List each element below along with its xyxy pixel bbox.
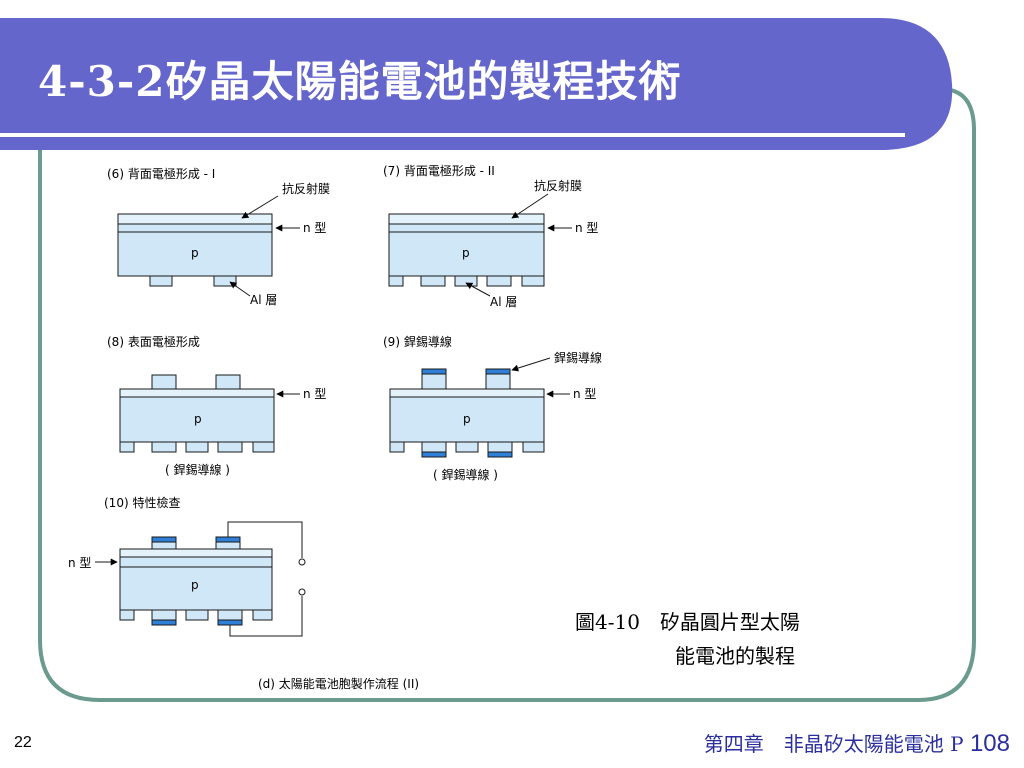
step6-label: (6) 背面電極形成 - I bbox=[107, 166, 215, 181]
svg-text:n 型: n 型 bbox=[68, 556, 91, 570]
footer-page-number: 108 bbox=[969, 730, 1010, 757]
svg-text:n 型: n 型 bbox=[575, 221, 598, 235]
step6-diagram: (6) 背面電極形成 - I p 抗反射膜 n 型 Al 層 bbox=[107, 166, 330, 307]
svg-text:Al 層: Al 層 bbox=[250, 293, 277, 307]
footer-page-prefix: P bbox=[950, 732, 964, 756]
svg-text:p: p bbox=[462, 246, 470, 260]
svg-text:抗反射膜: 抗反射膜 bbox=[282, 181, 330, 196]
svg-text:n 型: n 型 bbox=[573, 387, 596, 401]
footer: 第四章 非晶矽太陽能電池 P 108 bbox=[704, 728, 1010, 758]
svg-text:( 銲錫導線 ): ( 銲錫導線 ) bbox=[433, 467, 498, 482]
diagram-caption: (d) 太陽能電池胞製作流程 (II) bbox=[258, 676, 419, 691]
figure-caption-line1: 圖4-10 矽晶圓片型太陽 bbox=[575, 610, 800, 634]
step8-label: (8) 表面電極形成 bbox=[107, 334, 200, 349]
svg-text:n 型: n 型 bbox=[303, 221, 326, 235]
footer-chapter: 第四章 非晶矽太陽能電池 bbox=[703, 732, 944, 756]
step8-diagram: (8) 表面電極形成 p n 型 ( 銲錫導線 ) bbox=[107, 334, 326, 477]
svg-text:n 型: n 型 bbox=[303, 387, 326, 401]
step10-diagram: (10) 特性檢查 p n 型 bbox=[68, 495, 306, 637]
svg-text:抗反射膜: 抗反射膜 bbox=[534, 178, 582, 193]
slide-number: 22 bbox=[14, 734, 32, 751]
step7-label: (7) 背面電極形成 - II bbox=[383, 163, 495, 178]
svg-text:p: p bbox=[194, 412, 202, 426]
figure-caption: 圖4-10 矽晶圓片型太陽 能電池的製程 bbox=[575, 605, 800, 673]
svg-text:銲錫導線: 銲錫導線 bbox=[554, 350, 602, 365]
step9-label: (9) 銲錫導線 bbox=[383, 334, 452, 349]
step9-diagram: (9) 銲錫導線 p 銲錫導線 n 型 ( 銲錫導線 ) bbox=[383, 334, 602, 482]
step10-label: (10) 特性檢查 bbox=[104, 495, 180, 510]
svg-text:( 銲錫導線 ): ( 銲錫導線 ) bbox=[165, 462, 230, 477]
step7-diagram: (7) 背面電極形成 - II p 抗反射膜 n 型 Al 層 bbox=[383, 163, 598, 309]
svg-text:p: p bbox=[191, 246, 199, 260]
figure-caption-line2: 能電池的製程 bbox=[675, 644, 795, 668]
svg-text:p: p bbox=[191, 578, 199, 592]
slide-title: 4-3-2矽晶太陽能電池的製程技術 bbox=[38, 57, 682, 106]
svg-text:Al 層: Al 層 bbox=[490, 295, 517, 309]
svg-text:p: p bbox=[463, 412, 471, 426]
